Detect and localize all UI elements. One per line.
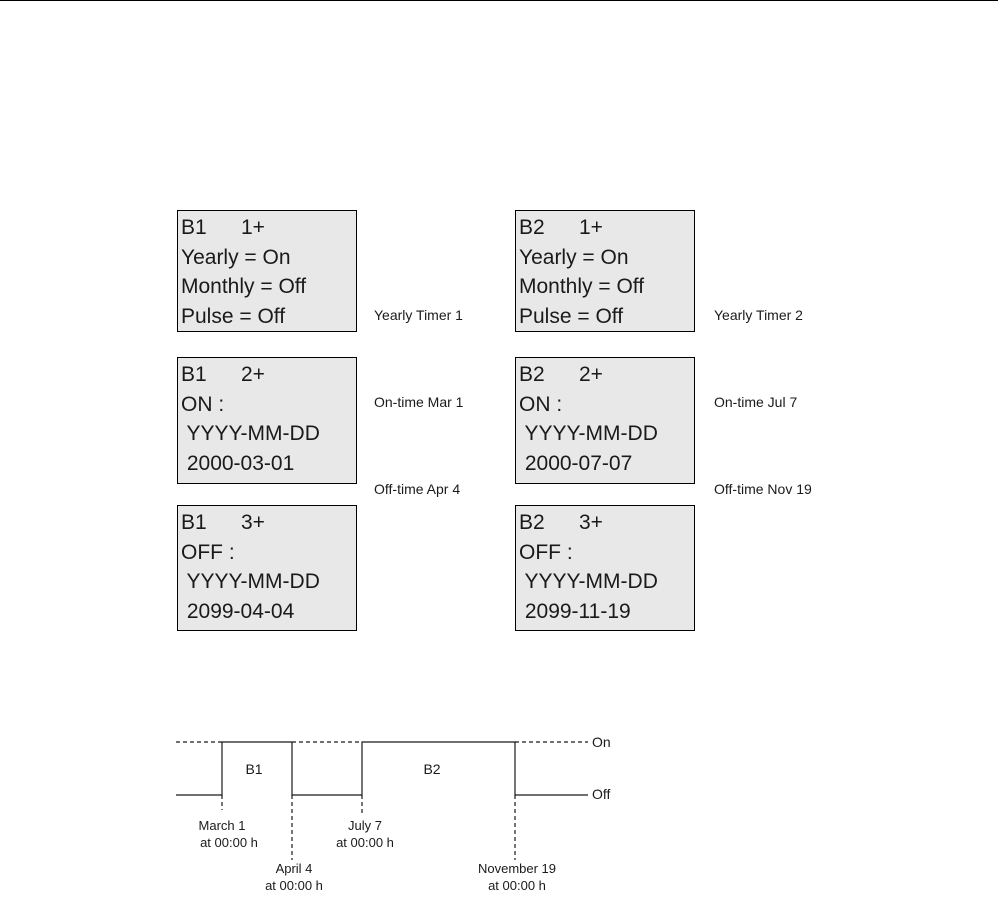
note-line: On-time Mar 1 <box>374 394 464 410</box>
lcd-b2-page1: B2 1+ Yearly = On Monthly = Off Pulse = O… <box>515 210 695 332</box>
lcd-page-label: 1+ <box>579 216 603 239</box>
lcd-line: 2099-11-19 <box>519 599 631 623</box>
lcd-line: OFF : <box>519 540 573 564</box>
event-label: April 4 <box>276 861 313 876</box>
lcd-line: Yearly = On <box>519 245 629 269</box>
lcd-line: 2099-04-04 <box>181 599 295 623</box>
lcd-block-label: B2 <box>519 511 545 534</box>
event-label: March 1 <box>199 818 246 833</box>
lcd-page-label: 2+ <box>579 363 603 386</box>
pulse-label-b1: B1 <box>245 761 262 777</box>
lcd-line: Monthly = Off <box>181 275 307 298</box>
signal-trace <box>176 741 588 796</box>
note-line: On-time Jul 7 <box>714 394 798 410</box>
lcd-block-label: B1 <box>181 216 207 239</box>
lcd-b2-page3: B2 3+ OFF : YYYY-MM-DD 2099-11-19 <box>515 505 695 631</box>
page-top-rule <box>0 0 998 1</box>
note-line: Off-time Nov 19 <box>714 481 812 497</box>
lcd-line: Pulse = Off <box>519 304 624 328</box>
lcd-b1-page1: B1 1+ Yearly = On Monthly = Off Pulse = O… <box>177 210 357 332</box>
lcd-block-label: B1 <box>181 511 207 534</box>
pulse-label-b2: B2 <box>423 761 440 777</box>
lcd-line: YYYY-MM-DD <box>519 422 658 445</box>
lcd-b1-page3: B1 3+ OFF : YYYY-MM-DD 2099-04-04 <box>177 505 357 631</box>
lcd-line: ON : <box>519 392 563 416</box>
event-label: November 19 <box>478 861 556 876</box>
lcd-block-label: B2 <box>519 216 545 239</box>
event-time: at 00:00 h <box>265 878 323 893</box>
note-line: Yearly Timer 2 <box>714 307 803 323</box>
lcd-page-label: 1+ <box>241 216 265 239</box>
note-line: Off-time Apr 4 <box>374 481 461 497</box>
lcd-page-label: 3+ <box>579 511 603 534</box>
lcd-line: 2000-07-07 <box>519 451 633 475</box>
lcd-block-label: B2 <box>519 363 545 386</box>
on-level-label: On <box>592 734 611 750</box>
event-time: at 00:00 h <box>488 878 546 893</box>
lcd-page-label: 3+ <box>241 511 265 534</box>
lcd-line: Pulse = Off <box>181 304 286 328</box>
off-level-label: Off <box>592 786 611 802</box>
lcd-block-label: B1 <box>181 363 207 386</box>
lcd-line: 2000-03-01 <box>181 451 295 475</box>
lcd-line: YYYY-MM-DD <box>519 570 658 593</box>
timer1-notes: Yearly Timer 1 On-time Mar 1 Off-time Ap… <box>374 243 463 533</box>
lcd-line: Monthly = Off <box>519 275 645 298</box>
note-line: Yearly Timer 1 <box>374 307 463 323</box>
event-time: at 00:00 h <box>200 835 258 850</box>
lcd-b1-page2: B1 2+ ON : YYYY-MM-DD 2000-03-01 <box>177 357 357 484</box>
timer2-notes: Yearly Timer 2 On-time Jul 7 Off-time No… <box>714 243 812 533</box>
event-label: July 7 <box>348 818 382 833</box>
lcd-line: ON : <box>181 392 225 416</box>
lcd-line: OFF : <box>181 540 235 564</box>
lcd-line: YYYY-MM-DD <box>181 570 320 593</box>
lcd-b2-page2: B2 2+ ON : YYYY-MM-DD 2000-07-07 <box>515 357 695 484</box>
event-time: at 00:00 h <box>336 835 394 850</box>
lcd-line: YYYY-MM-DD <box>181 422 320 445</box>
lcd-line: Yearly = On <box>181 245 291 269</box>
lcd-page-label: 2+ <box>241 363 265 386</box>
